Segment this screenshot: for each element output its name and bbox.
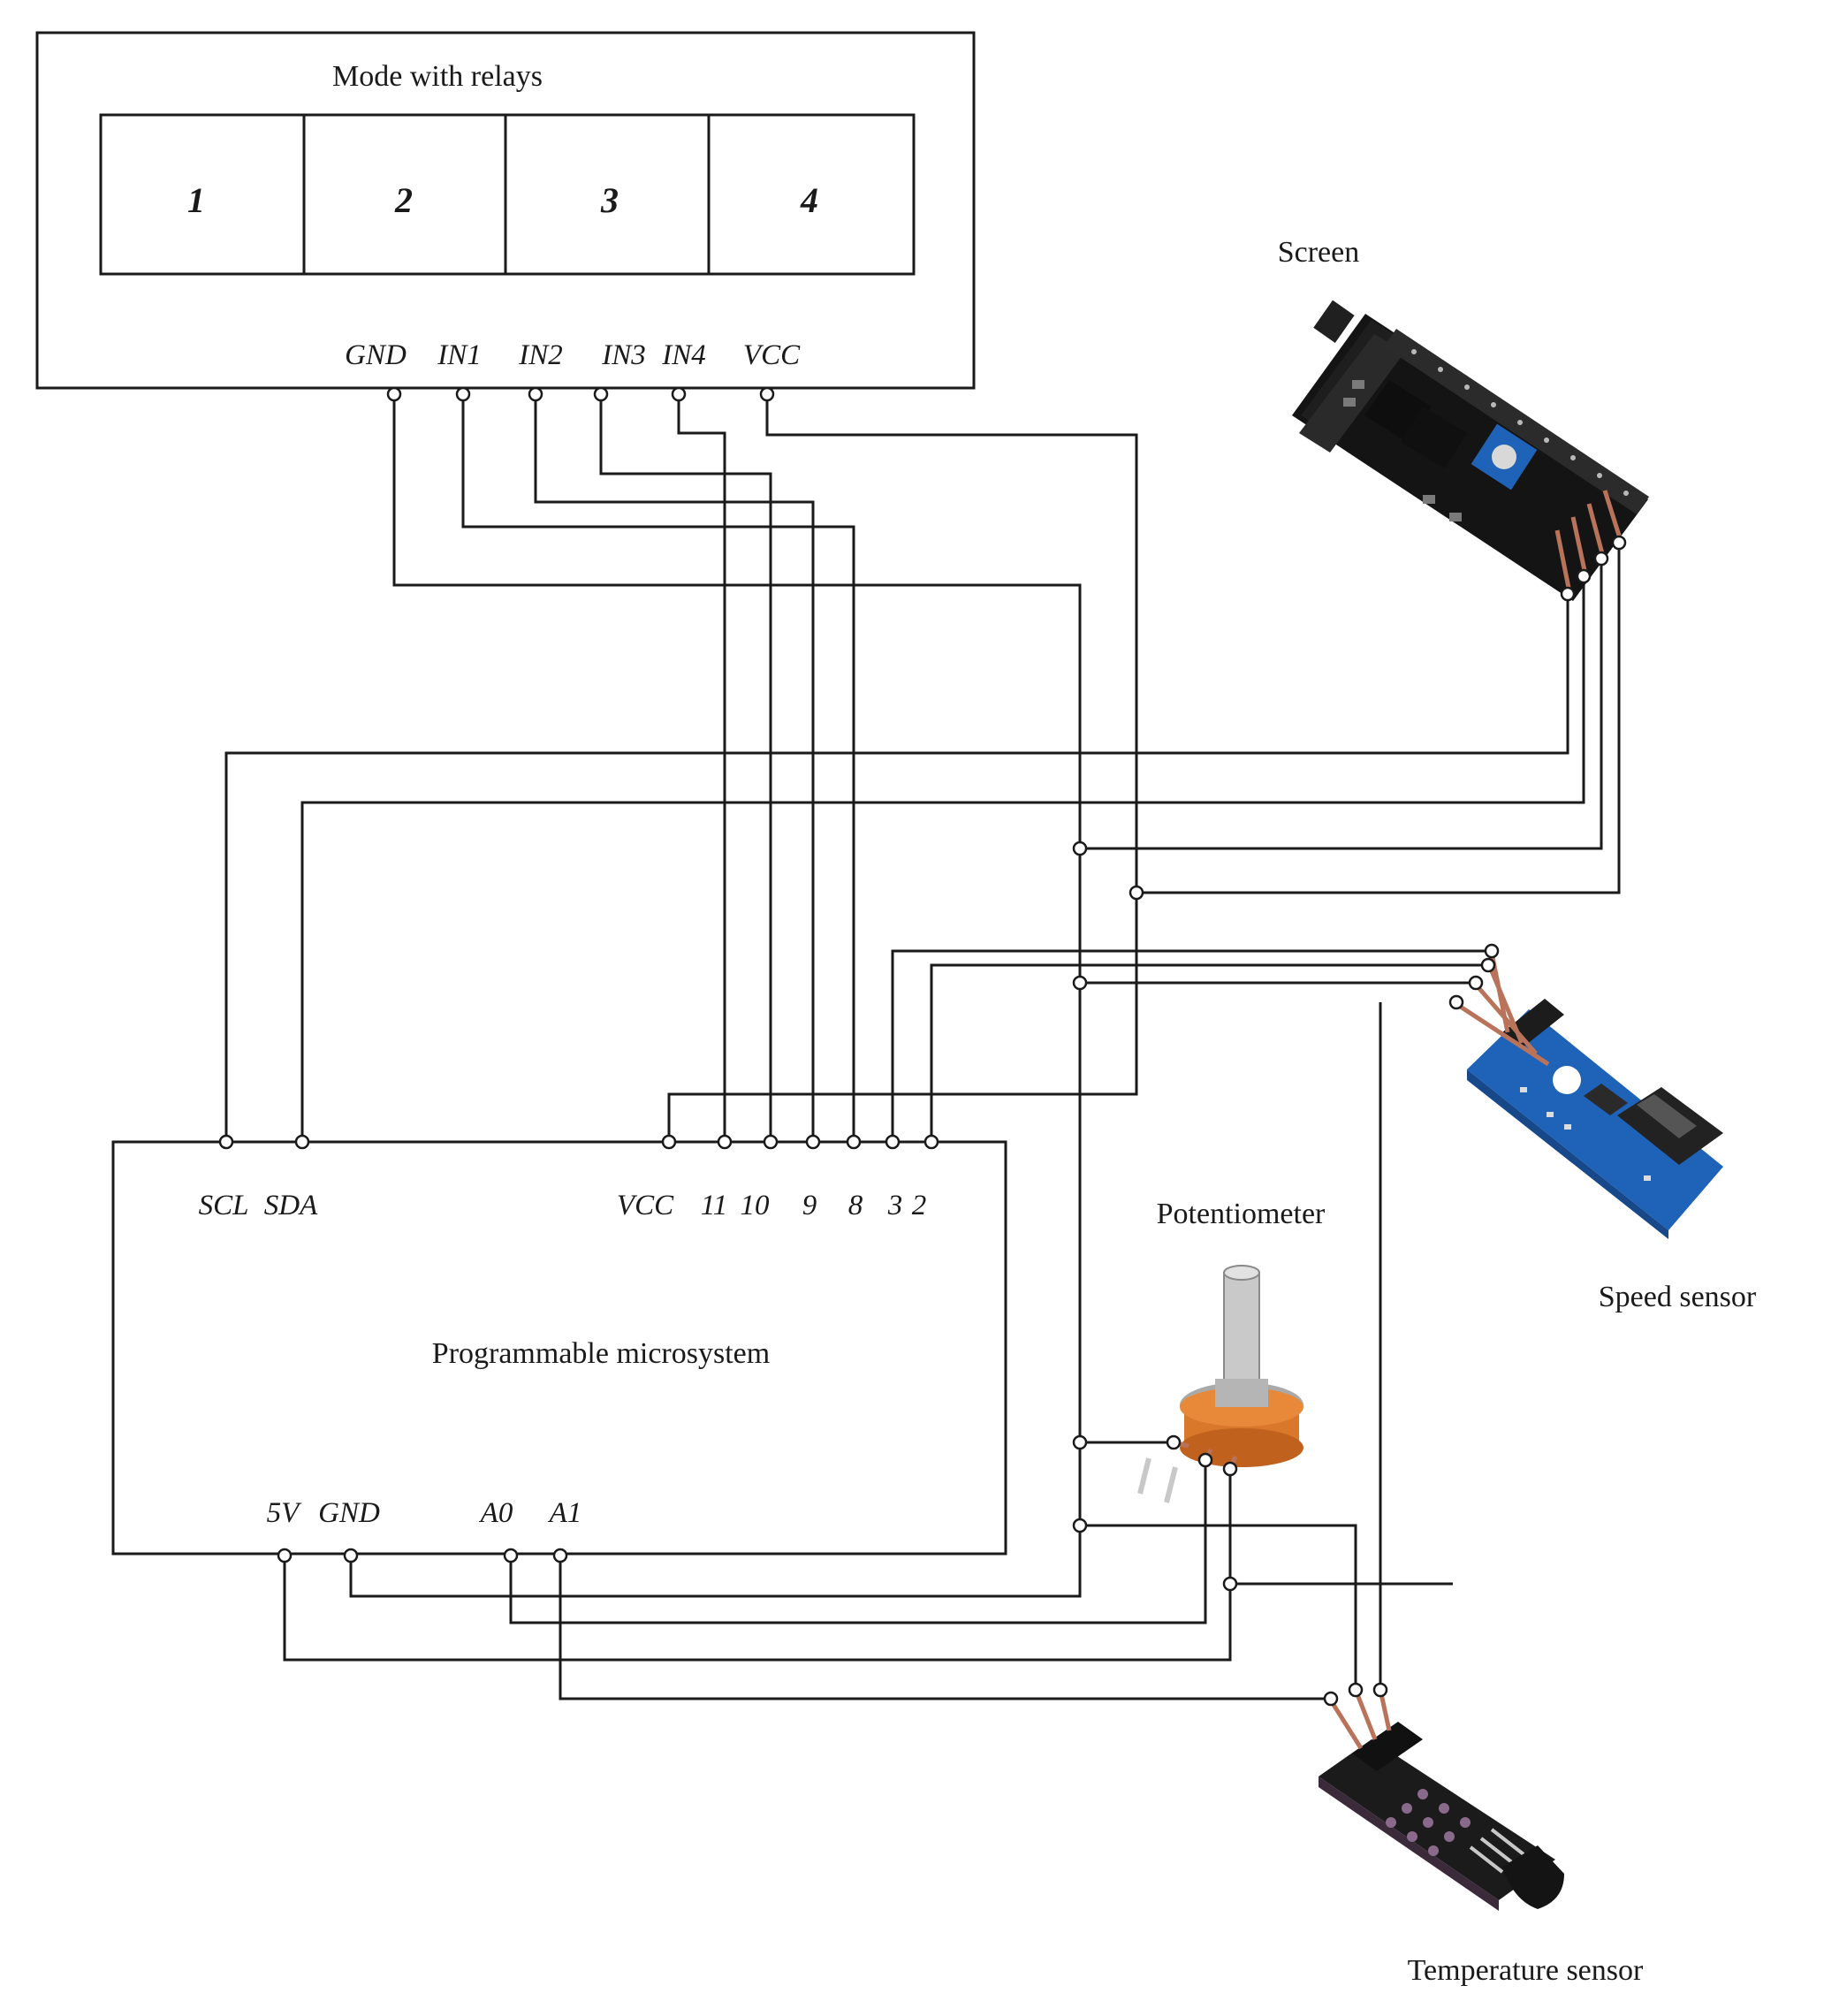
node-mcu-5v [277, 1548, 293, 1563]
relay-channel-1: 1 [187, 180, 205, 220]
screen-label: Screen [1278, 236, 1360, 269]
potentiometer-module: Potentiometer [1137, 1198, 1326, 1503]
wire-relay-in4 [677, 396, 726, 1142]
node-mcu-scl [218, 1134, 234, 1150]
relay-pin-in1: IN1 [437, 339, 482, 371]
node-gnd-temp [1072, 1518, 1088, 1533]
mcu-pin-2: 2 [912, 1190, 927, 1221]
mcu-pin-a0: A0 [479, 1497, 513, 1529]
potentiometer-image [1137, 1265, 1303, 1503]
wire-relay-in1 [461, 396, 855, 1142]
mcu-pin-sda: SDA [264, 1190, 318, 1221]
temperature-sensor-label: Temperature sensor [1408, 1954, 1644, 1987]
wire-sda [300, 576, 1585, 1142]
node-gnd-speed [1072, 975, 1088, 991]
mcu-pin-11: 11 [701, 1190, 728, 1221]
connection-nodes [218, 386, 1238, 1592]
node-gnd-screen [1072, 841, 1088, 856]
relay-module-title: Mode with relays [332, 60, 543, 93]
wire-temp-gnd [1080, 1524, 1357, 1688]
wire-scl [224, 594, 1569, 1142]
wire-screen-vcc [1136, 543, 1621, 894]
node-relay-vcc [759, 386, 775, 402]
wire-relay-in3 [599, 396, 772, 1142]
relay-module: Mode with relays 1 2 3 4 GND IN1 IN2 IN3… [35, 31, 976, 390]
relay-pin-gnd: GND [345, 339, 407, 371]
node-mcu-9 [805, 1134, 821, 1150]
node-mcu-10 [763, 1134, 779, 1150]
wire-screen-gnd [1080, 559, 1603, 850]
relay-channel-3: 3 [600, 180, 619, 220]
mcu-pin-vcc: VCC [617, 1190, 674, 1221]
node-mcu-a0 [503, 1548, 519, 1563]
node-5v-bus [1222, 1576, 1238, 1592]
node-mcu-vcc [661, 1134, 677, 1150]
relay-pin-in3: IN3 [601, 339, 646, 371]
mcu-pin-scl: SCL [199, 1190, 249, 1221]
node-relay-gnd [386, 386, 402, 402]
speed-sensor-label: Speed sensor [1599, 1281, 1757, 1313]
wire-pot-a0 [509, 1460, 1207, 1624]
node-mcu-8 [846, 1134, 862, 1150]
wire-speed-d3 [891, 949, 1492, 1142]
wire-relay-vcc [667, 396, 1138, 1142]
mcu-pin-8: 8 [848, 1190, 863, 1221]
node-gnd-pot [1072, 1434, 1088, 1450]
wire-relay-gnd [349, 396, 1082, 1598]
node-mcu-11 [717, 1134, 733, 1150]
screen-board-image [1292, 300, 1649, 602]
microsystem: SCL SDA VCC 11 10 9 8 3 2 Programmable m… [111, 1140, 1007, 1556]
wire-pot-5v [283, 1469, 1232, 1662]
wire-temp-a1 [559, 1556, 1331, 1700]
node-relay-in1 [455, 386, 471, 402]
screen-module: Screen [1278, 236, 1649, 602]
node-mcu-a1 [552, 1548, 568, 1563]
node-mcu-3 [885, 1134, 901, 1150]
relay-module-frame [35, 31, 976, 390]
node-mcu-sda [294, 1134, 310, 1150]
node-relay-in3 [593, 386, 609, 402]
relay-channel-row [99, 113, 916, 276]
microsystem-title: Programmable microsystem [432, 1337, 770, 1370]
speed-sensor-board-image [1448, 943, 1723, 1239]
node-vcc-screen [1129, 885, 1144, 901]
wire-speed-d2 [930, 963, 1488, 1142]
node-relay-in2 [528, 386, 543, 402]
relay-channel-4: 4 [800, 180, 818, 220]
relay-pin-in2: IN2 [518, 339, 563, 371]
node-mcu-gnd [343, 1548, 359, 1563]
mcu-pin-5v: 5V [267, 1497, 303, 1529]
mcu-pin-gnd: GND [318, 1497, 380, 1529]
relay-pin-in4: IN4 [661, 339, 706, 371]
node-relay-in4 [671, 386, 687, 402]
relay-pin-vcc: VCC [743, 339, 801, 371]
temperature-sensor-board-image [1319, 1682, 1564, 1911]
wire-speed-vcc [1379, 1002, 1453, 1586]
mcu-pin-10: 10 [741, 1190, 771, 1221]
potentiometer-label: Potentiometer [1157, 1198, 1326, 1230]
wire-relay-in2 [534, 396, 815, 1142]
mcu-pin-a1: A1 [548, 1497, 582, 1529]
speed-sensor-module: Speed sensor [1448, 943, 1757, 1313]
temperature-sensor-module: Temperature sensor [1319, 1682, 1644, 1987]
mcu-pin-9: 9 [802, 1190, 817, 1221]
node-mcu-2 [923, 1134, 939, 1150]
wires [224, 396, 1621, 1700]
relay-channel-2: 2 [394, 180, 413, 220]
mcu-pin-3: 3 [887, 1190, 903, 1221]
